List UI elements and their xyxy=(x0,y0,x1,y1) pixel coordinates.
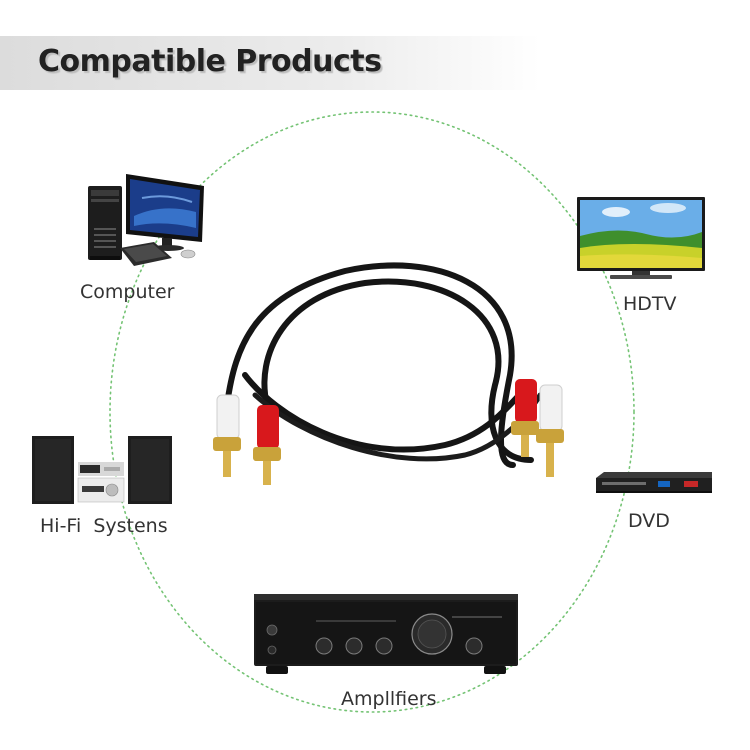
computer-icon xyxy=(88,174,204,266)
dvd-label: DVD xyxy=(628,510,670,532)
hifi-label: Hi-Fi Systens xyxy=(40,515,168,537)
dvd-player-icon xyxy=(596,472,712,493)
page-title: Compatible Products xyxy=(38,44,382,79)
rca-cable-image xyxy=(213,262,564,485)
hdtv-icon xyxy=(577,197,705,279)
hifi-system-icon xyxy=(32,436,172,504)
computer-label: Computer xyxy=(80,281,175,303)
amplifier-icon xyxy=(254,594,518,674)
amplifier-label: Ampllfiers xyxy=(341,688,437,710)
hdtv-label: HDTV xyxy=(623,293,677,315)
title-banner: Compatible Products xyxy=(0,36,750,90)
